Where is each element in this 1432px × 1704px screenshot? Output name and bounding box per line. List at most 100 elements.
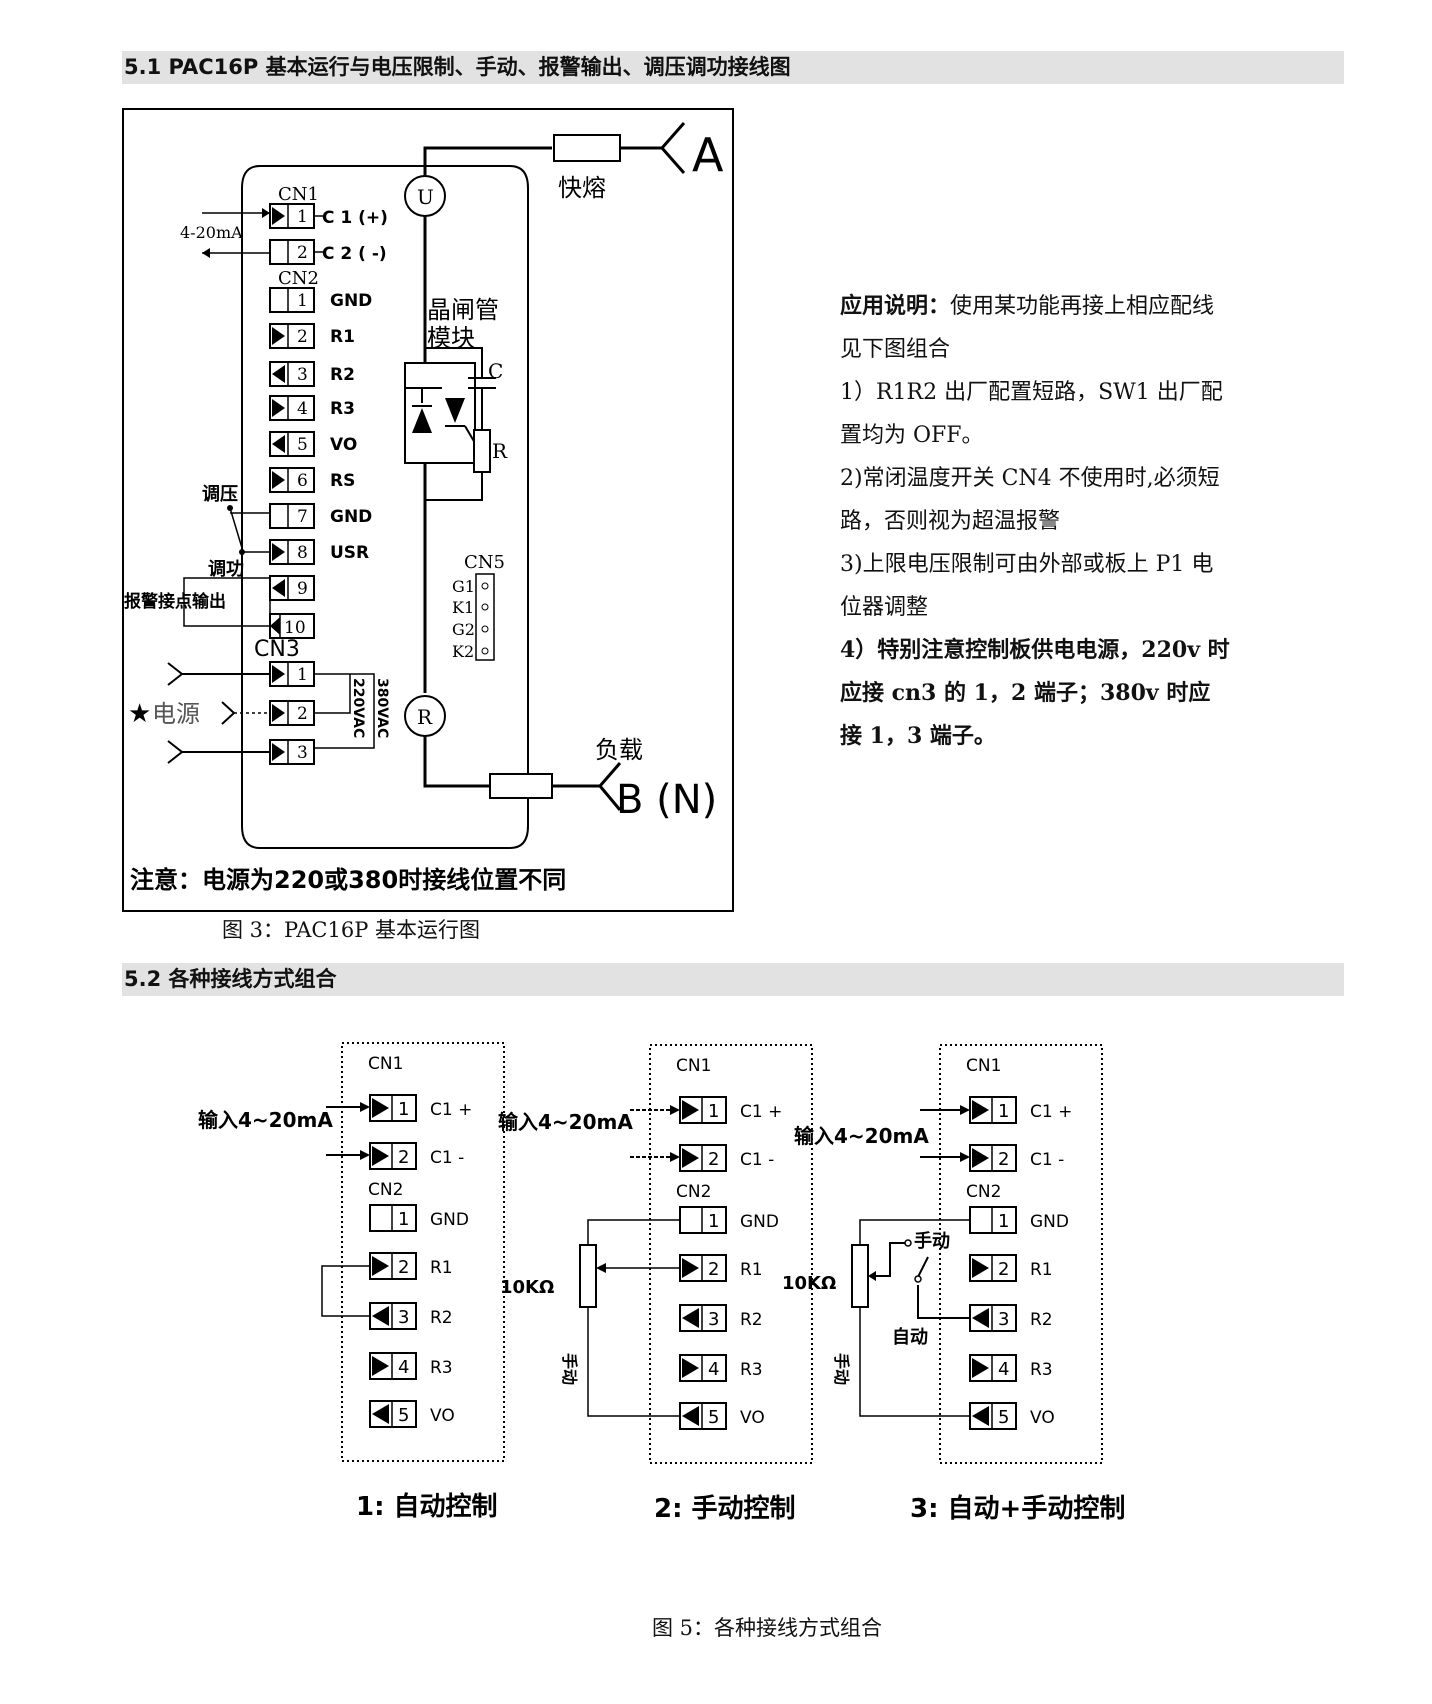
svg-text:K2: K2 — [452, 642, 474, 661]
cn2-pin-5: 5 VO — [269, 431, 357, 457]
svg-text:R: R — [492, 439, 508, 463]
svg-text:10KΩ: 10KΩ — [782, 1273, 836, 1294]
svg-text:6: 6 — [297, 471, 308, 491]
svg-text:USR: USR — [330, 543, 369, 563]
cn2-pin-7: 7 GND — [269, 503, 372, 529]
svg-text:晶闸管: 晶闸管 — [427, 296, 499, 324]
cn2-pin-8: 8 USR — [269, 539, 369, 565]
cn2-pin-6: 6 RS — [269, 467, 355, 493]
load-label: 负载 — [595, 736, 643, 764]
cn2-pin-2: 2 R1 — [269, 323, 355, 349]
svg-text:CN2: CN2 — [278, 268, 319, 289]
panel-1-auto-control: CN1 CN2 输入4~20mA 1 C1 + 2 C1 - 1 GND 2 R… — [198, 1042, 505, 1522]
section-title-1: 5.1 PAC16P 基本运行与电压限制、手动、报警输出、调压调功接线图 — [124, 55, 791, 79]
svg-text:调功: 调功 — [208, 559, 244, 580]
svg-text:9: 9 — [297, 579, 308, 599]
fuse-symbol — [553, 134, 621, 162]
svg-text:4: 4 — [398, 1357, 409, 1378]
svg-text:CN2: CN2 — [966, 1182, 1001, 1202]
svg-text:R1: R1 — [330, 327, 355, 347]
snubber-resistor — [473, 429, 491, 473]
meter-u-label: U — [417, 185, 434, 209]
application-notes: 应用说明：使用某功能再接上相应配线见下图组合 1）R1R2 出厂配置短路，SW1… — [840, 285, 1230, 758]
section-bar-2 — [122, 963, 1344, 996]
svg-text:4-20mA: 4-20mA — [180, 223, 243, 242]
svg-text:CN1: CN1 — [368, 1054, 403, 1074]
figure-3-caption: 图 3：PAC16P 基本运行图 — [222, 918, 480, 942]
svg-text:自动: 自动 — [892, 1326, 928, 1348]
svg-text:380VAC: 380VAC — [374, 678, 390, 738]
svg-text:R2: R2 — [1030, 1310, 1053, 1330]
svg-text:2: 2 — [398, 1147, 409, 1168]
svg-text:R1: R1 — [430, 1258, 453, 1278]
phase-b-label: B (N) — [616, 777, 717, 823]
svg-text:2: 2 — [998, 1149, 1009, 1170]
svg-text:5: 5 — [708, 1407, 719, 1428]
svg-text:K1: K1 — [452, 598, 474, 617]
svg-text:输入4~20mA: 输入4~20mA — [794, 1124, 929, 1148]
notes-lead: 应用说明： — [840, 293, 951, 319]
cn3-pin-3: 3 — [269, 739, 315, 765]
svg-text:G2: G2 — [452, 620, 475, 639]
svg-text:CN1: CN1 — [676, 1056, 711, 1076]
svg-text:VO: VO — [1030, 1408, 1055, 1428]
svg-text:输入4~20mA: 输入4~20mA — [498, 1110, 633, 1134]
svg-text:R1: R1 — [740, 1260, 763, 1280]
svg-text:4: 4 — [297, 399, 308, 419]
p1-c1p-pin: 1 — [369, 1094, 417, 1122]
svg-text:手动: 手动 — [914, 1230, 950, 1252]
figure-5-wiring-combinations: CN1 CN2 输入4~20mA 1 C1 + 2 C1 - 1 GND 2 R… — [198, 1042, 1125, 1524]
svg-text:2: 2 — [297, 327, 308, 347]
panel-3-title: 3: 自动+手动控制 — [910, 1493, 1125, 1524]
cn2-pin-10: 10 — [269, 613, 315, 639]
svg-text:C1 -: C1 - — [430, 1148, 464, 1168]
p1-c1m-pin: 2 — [369, 1142, 417, 1170]
svg-text:C1 +: C1 + — [740, 1102, 782, 1122]
svg-text:7: 7 — [297, 507, 308, 527]
svg-text:调压: 调压 — [202, 484, 238, 505]
note-1: 1）R1R2 出厂配置短路，SW1 出厂配置均为 OFF。 — [840, 380, 1223, 448]
svg-text:GND: GND — [430, 1210, 469, 1230]
cn2-pin-1: 1 GND — [269, 287, 372, 313]
section-title-2: 5.2 各种接线方式组合 — [124, 967, 337, 991]
svg-text:GND: GND — [330, 291, 372, 311]
svg-text:C: C — [488, 359, 503, 383]
svg-text:VO: VO — [740, 1408, 765, 1428]
svg-text:1: 1 — [398, 1209, 409, 1230]
svg-text:手动: 手动 — [832, 1353, 851, 1385]
svg-text:2: 2 — [708, 1149, 719, 1170]
svg-text:1: 1 — [708, 1211, 719, 1232]
svg-text:R2: R2 — [430, 1308, 453, 1328]
svg-text:VO: VO — [430, 1406, 455, 1426]
phase-a-label: A — [692, 128, 724, 182]
svg-text:GND: GND — [1030, 1212, 1069, 1232]
panel-2-title: 2: 手动控制 — [654, 1494, 796, 1524]
svg-text:1: 1 — [998, 1211, 1009, 1232]
svg-text:R3: R3 — [430, 1358, 453, 1378]
svg-text:1: 1 — [297, 207, 308, 227]
svg-text:3: 3 — [998, 1309, 1009, 1330]
svg-text:手动: 手动 — [560, 1353, 579, 1385]
svg-text:C1 -: C1 - — [1030, 1150, 1064, 1170]
svg-text:电源: 电源 — [152, 700, 200, 728]
svg-text:VO: VO — [330, 435, 357, 455]
svg-text:1: 1 — [998, 1101, 1009, 1122]
svg-text:8: 8 — [297, 543, 308, 563]
cn3-pin-2: 2 — [269, 700, 315, 726]
svg-text:3: 3 — [297, 743, 308, 763]
svg-text:CN5: CN5 — [464, 552, 505, 573]
svg-text:R3: R3 — [1030, 1360, 1053, 1380]
cn2-pin-3: 3 R2 — [269, 361, 355, 387]
svg-text:10: 10 — [284, 618, 306, 638]
svg-text:C1 -: C1 - — [740, 1150, 774, 1170]
svg-text:输入4~20mA: 输入4~20mA — [198, 1108, 333, 1132]
cn2-pin-9: 9 — [269, 575, 315, 601]
svg-text:报警接点输出: 报警接点输出 — [124, 591, 226, 612]
svg-text:GND: GND — [330, 507, 372, 527]
figure-3-note: 注意：电源为220或380时接线位置不同 — [130, 866, 566, 894]
cn5-header — [475, 573, 495, 661]
svg-text:G1: G1 — [452, 577, 475, 596]
svg-text:2: 2 — [708, 1259, 719, 1280]
main-wire — [423, 146, 552, 191]
meter-r-label: R — [417, 705, 433, 729]
